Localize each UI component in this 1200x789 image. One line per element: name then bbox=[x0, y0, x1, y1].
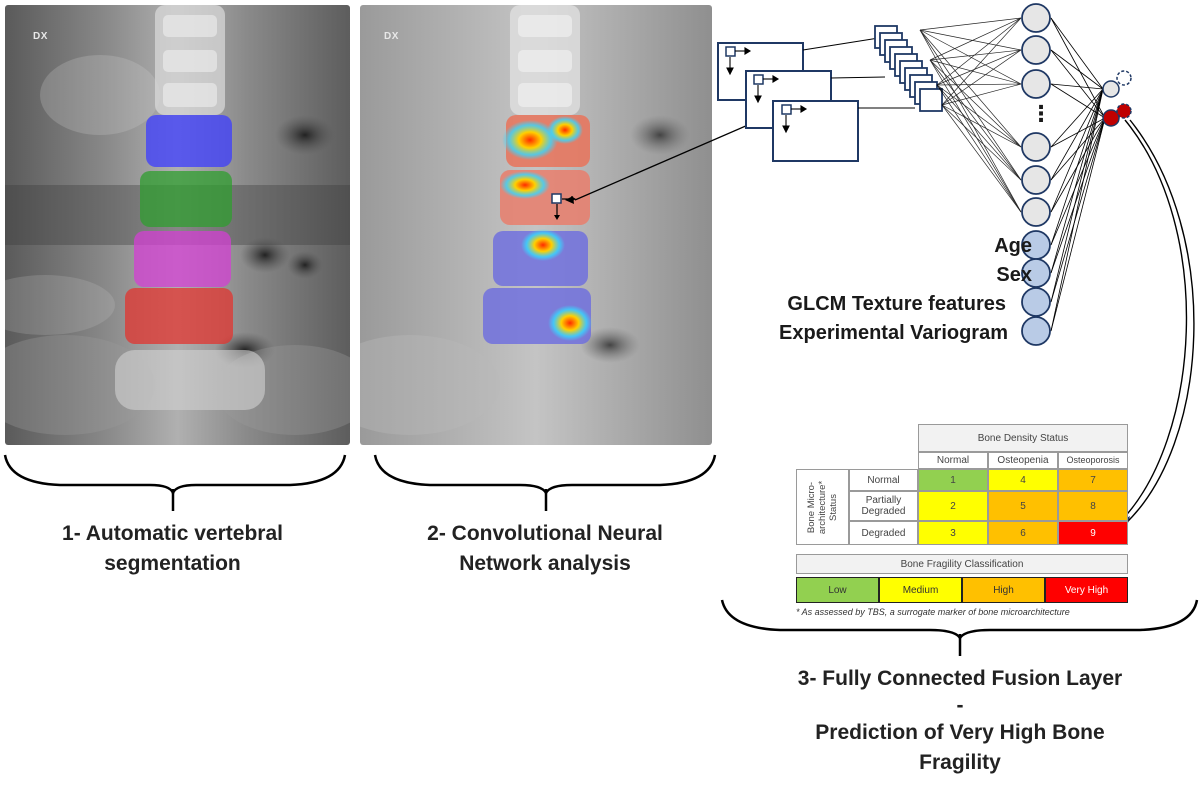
fragility-very-high: Very High bbox=[1045, 577, 1128, 603]
tbs-footnote: * As assessed by TBS, a surrogate marker… bbox=[796, 607, 1070, 617]
bd-col-normal: Normal bbox=[918, 452, 988, 469]
step2-line2: Network analysis bbox=[459, 552, 631, 575]
neuron-ellipsis: ⋮ bbox=[1030, 101, 1052, 126]
xray-cnn-panel: DX bbox=[360, 5, 712, 445]
vertebra-l2-segment bbox=[140, 171, 232, 227]
bd-col-osteoporosis: Osteoporosis bbox=[1058, 452, 1128, 469]
xray-segmentation-panel: DX bbox=[5, 5, 350, 445]
bd-col-osteopenia: Osteopenia bbox=[988, 452, 1058, 469]
step1-line2: segmentation bbox=[104, 552, 241, 575]
neural-network-diagram bbox=[717, 3, 1132, 346]
step3-line3: Prediction of Very High Bone bbox=[815, 721, 1105, 744]
fragility-low: Low bbox=[796, 577, 879, 603]
clinical-feature-neurons bbox=[1021, 230, 1051, 346]
vertebra-l4-segment bbox=[125, 288, 233, 344]
fragility-medium: Medium bbox=[879, 577, 962, 603]
feature-glcm-label: GLCM Texture features bbox=[787, 293, 1006, 315]
xray-heatmap-image bbox=[360, 5, 712, 445]
brace-step2 bbox=[373, 454, 717, 496]
feature-variogram-label: Experimental Variogram bbox=[779, 322, 1008, 344]
micro-row-normal: Normal bbox=[849, 469, 918, 491]
vertebra-l1-segment bbox=[146, 115, 232, 167]
xray-segmentation-image bbox=[5, 5, 350, 445]
micro-architecture-header: Bone Micro-architecture* Status bbox=[806, 480, 840, 534]
step1-caption: 1- Automatic vertebral segmentation bbox=[0, 519, 345, 579]
dx-tag: DX bbox=[384, 31, 399, 42]
step2-line1: 2- Convolutional Neural bbox=[427, 522, 663, 545]
step1-line1: 1- Automatic vertebral bbox=[62, 522, 283, 545]
step3-brace bbox=[720, 599, 1199, 656]
step3-line1: 3- Fully Connected Fusion Layer bbox=[797, 667, 1123, 690]
matrix-cell-4: 4 bbox=[988, 469, 1058, 491]
bone-density-header: Bone Density Status bbox=[918, 424, 1128, 452]
micro-row-partial: Partially Degraded bbox=[849, 491, 918, 521]
step2-caption: 2- Convolutional Neural Network analysis bbox=[375, 519, 715, 579]
matrix-cell-8: 8 bbox=[1058, 491, 1128, 521]
matrix-cell-9: 9 bbox=[1058, 521, 1128, 545]
hidden-neurons bbox=[1021, 3, 1051, 227]
step3-line4: Fragility bbox=[919, 751, 1001, 774]
step-braces bbox=[3, 454, 717, 511]
matrix-cell-6: 6 bbox=[988, 521, 1058, 545]
fragility-high: High bbox=[962, 577, 1045, 603]
dx-tag: DX bbox=[33, 31, 48, 42]
dense-connections bbox=[919, 17, 1022, 213]
matrix-cell-1: 1 bbox=[918, 469, 988, 491]
feature-age-label: Age bbox=[994, 235, 1032, 257]
micro-architecture-header-box: Bone Micro-architecture* Status bbox=[796, 469, 849, 545]
matrix-cell-2: 2 bbox=[918, 491, 988, 521]
brace-step1 bbox=[3, 454, 347, 497]
matrix-cell-7: 7 bbox=[1058, 469, 1128, 491]
pooled-feature-stack bbox=[874, 25, 943, 112]
vertebra-l3-segment bbox=[134, 231, 231, 287]
step3-caption: 3- Fully Connected Fusion Layer - Predic… bbox=[720, 664, 1200, 778]
feature-sex-label: Sex bbox=[996, 264, 1032, 286]
patch-marker bbox=[551, 193, 562, 204]
fragility-classification-header: Bone Fragility Classification bbox=[796, 554, 1128, 574]
conv-feature-maps bbox=[717, 42, 859, 162]
output-neuron-other bbox=[1102, 80, 1120, 98]
fragility-matrix: Bone Density Status Normal Osteopenia Os… bbox=[793, 424, 1133, 624]
micro-row-degraded: Degraded bbox=[849, 521, 918, 545]
matrix-cell-3: 3 bbox=[918, 521, 988, 545]
output-neuron-very-high bbox=[1102, 109, 1120, 127]
matrix-cell-5: 5 bbox=[988, 491, 1058, 521]
step3-line2: - bbox=[956, 694, 964, 717]
